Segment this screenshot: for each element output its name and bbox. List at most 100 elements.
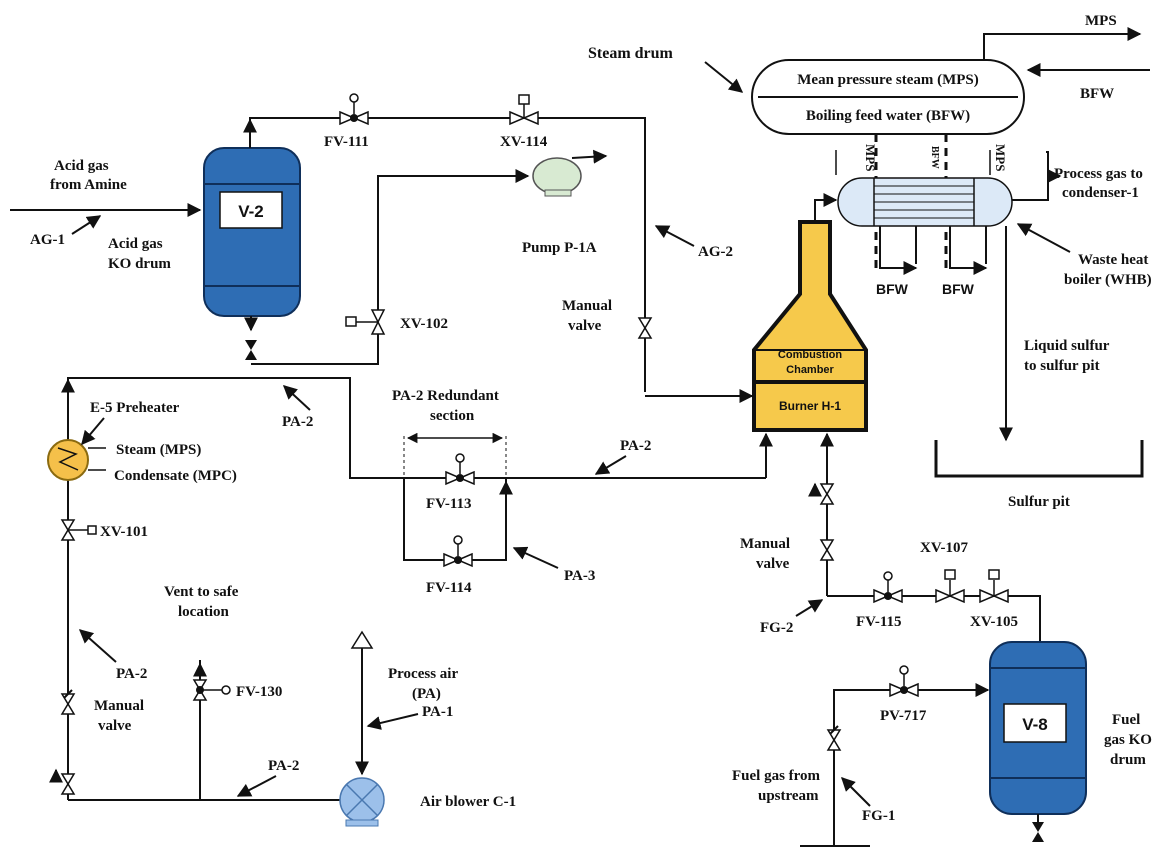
manual-valve-ag-label-1: Manual (562, 298, 612, 314)
manual-valve-ag-label-2: valve (568, 318, 602, 334)
e5-pointer (81, 417, 105, 446)
pa1-label: PA-1 (422, 704, 453, 720)
drum-connections (835, 134, 991, 268)
liquid-sulfur-label-1: Liquid sulfur (1024, 338, 1110, 354)
acid-gas-outlet-line (243, 117, 646, 318)
e5-preheater[interactable] (47, 439, 106, 481)
pa2-pointer-b (594, 455, 627, 475)
fv113-label: FV-113 (426, 496, 472, 512)
steam-mps-label: Steam (MPS) (116, 442, 201, 458)
fv115-label: FV-115 (856, 614, 902, 630)
fg2-pointer (795, 599, 824, 617)
burner-h1 (752, 380, 868, 432)
ag1-pointer (71, 215, 102, 235)
process-gas-label-1: Process gas to (1054, 166, 1143, 182)
v2-label: V-2 (238, 202, 264, 221)
process-air-intake (350, 630, 374, 776)
fv115-valve[interactable] (873, 571, 903, 604)
ko-drum-label-2: KO drum (108, 256, 171, 272)
waste-heat-pointer (1016, 223, 1071, 253)
fv111-valve[interactable] (339, 93, 369, 126)
pump-line (377, 169, 530, 318)
ag2-label: AG-2 (698, 244, 733, 260)
ko-drum-label-1: Acid gas (108, 236, 163, 252)
sulfur-pit (934, 440, 1144, 478)
pv717-valve[interactable] (889, 665, 919, 698)
fuel-upstream-label-2: upstream (758, 788, 819, 804)
pump-discharge-line (571, 149, 608, 164)
pump-label: Pump P-1A (522, 240, 597, 256)
vessel-v2 (203, 147, 301, 317)
whb-mps-left-label: MPS (863, 144, 878, 171)
xv105-label: XV-105 (970, 614, 1018, 630)
mps-outlet-line (983, 27, 1142, 60)
whb-bfw-legs (879, 226, 988, 275)
pa2-label-c: PA-2 (116, 666, 147, 682)
whb-mps-right-label: MPS (993, 144, 1008, 171)
fuel-gas-valve-lower[interactable] (826, 725, 842, 751)
air-blower-c1[interactable] (339, 777, 385, 827)
bfw-right-label: BFW (942, 281, 975, 297)
drum-mps-label: Mean pressure steam (MPS) (797, 72, 979, 88)
sulfur-pit-label: Sulfur pit (1008, 494, 1070, 510)
xv101-valve[interactable] (60, 519, 97, 541)
condensate-label: Condensate (MPC) (114, 468, 237, 484)
fg1-label: FG-1 (862, 808, 895, 824)
fv114-label: FV-114 (426, 580, 472, 596)
fuel-upstream-label-1: Fuel gas from (732, 768, 821, 784)
pump-p1a[interactable] (532, 157, 582, 197)
fv130-valve[interactable] (192, 679, 231, 701)
fv114-valve[interactable] (443, 535, 473, 568)
xv102-label: XV-102 (400, 316, 448, 332)
manual-valve-pa-label-2: valve (98, 718, 132, 734)
pa3-pointer (512, 546, 559, 569)
pa2-label-a: PA-2 (282, 414, 313, 430)
acid-gas-label-1: Acid gas (54, 158, 109, 174)
manual-valve-ag[interactable] (637, 317, 653, 339)
process-gas-line (1012, 151, 1062, 201)
manual-valve-fg[interactable] (819, 539, 835, 561)
pa2-pointer-d (236, 775, 277, 797)
air-blower-label: Air blower C-1 (420, 794, 516, 810)
v2-drain (244, 316, 379, 365)
xv105-valve[interactable] (979, 569, 1009, 604)
fuel-gas-inlet (800, 683, 990, 847)
steam-drum-pointer (704, 61, 744, 93)
v8-label: V-8 (1022, 715, 1048, 734)
v8-drain (1032, 814, 1044, 842)
combustion-label-2: Chamber (786, 364, 834, 376)
fg1-pointer (841, 777, 871, 807)
bfw-inlet-label: BFW (1080, 86, 1114, 102)
redundant-label-1: PA-2 Redundant (392, 388, 499, 404)
manual-valve-pa[interactable] (49, 689, 76, 795)
combustion-label-1: Combustion (778, 349, 842, 361)
vessel-v8 (989, 641, 1087, 815)
xv102-valve[interactable] (345, 309, 386, 335)
pa2-pointer-c (78, 629, 117, 663)
waste-heat-label-2: boiler (WHB) (1064, 272, 1152, 288)
acid-gas-label-2: from Amine (50, 177, 127, 193)
xv114-valve[interactable] (509, 94, 539, 126)
chamber-to-whb-line (814, 193, 838, 222)
whb-bfw-mid-label: BFW (929, 146, 940, 169)
waste-heat-boiler (837, 177, 1013, 227)
pa2-label-b: PA-2 (620, 438, 651, 454)
process-air-label-2: (PA) (412, 686, 441, 702)
steam-drum (751, 59, 1025, 135)
xv107-valve[interactable] (935, 569, 965, 604)
pa1-pointer (366, 713, 419, 730)
bfw-left-label: BFW (876, 281, 909, 297)
pa-main-header (61, 377, 400, 800)
redundant-label-2: section (430, 408, 475, 424)
fuel-ko-label-3: drum (1110, 752, 1146, 768)
vent-label-1: Vent to safe (164, 584, 239, 600)
fv113-valve[interactable] (445, 453, 475, 486)
waste-heat-label-1: Waste heat (1078, 252, 1148, 268)
xv107-label: XV-107 (920, 540, 969, 556)
fg2-label: FG-2 (760, 620, 793, 636)
fuel-gas-valve-upper[interactable] (808, 482, 835, 505)
steam-drum-label: Steam drum (588, 45, 674, 62)
fuel-ko-label-1: Fuel (1112, 712, 1140, 728)
fuel-ko-label-2: gas KO (1104, 732, 1152, 748)
pa3-label: PA-3 (564, 568, 595, 584)
